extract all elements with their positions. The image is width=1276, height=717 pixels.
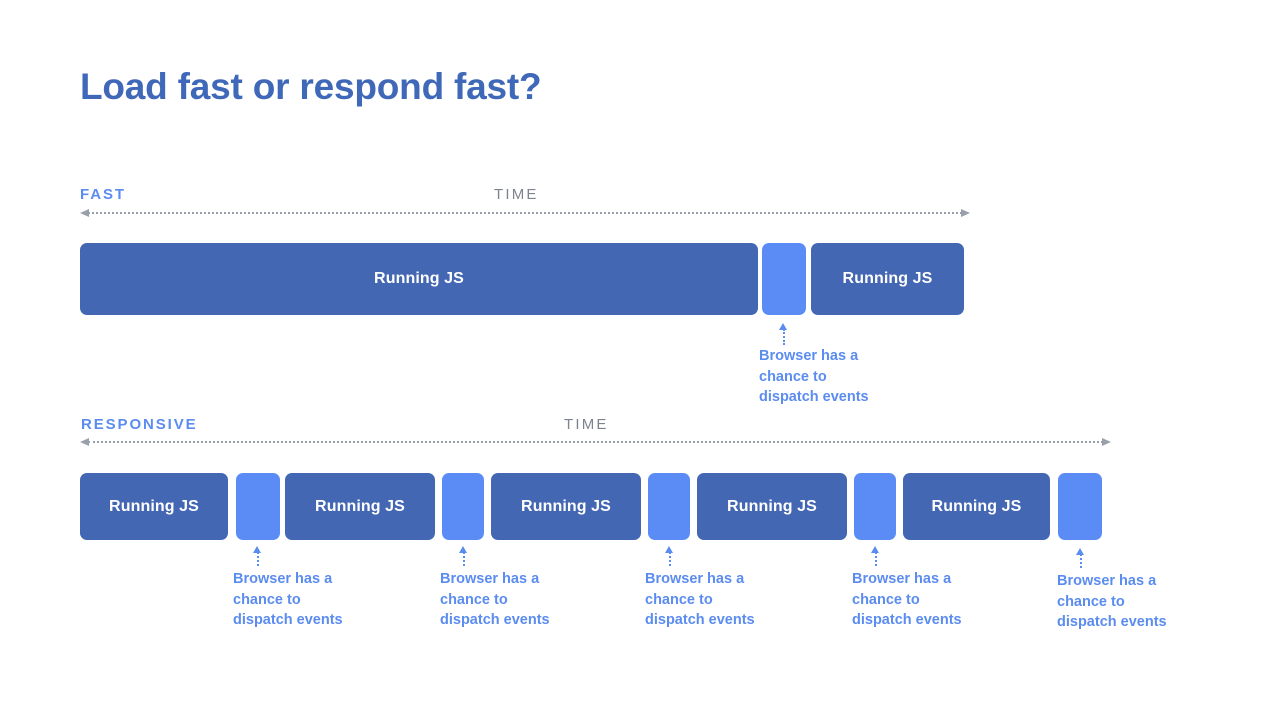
arrow-stem	[462, 552, 465, 566]
block-label: Running JS	[931, 497, 1022, 515]
timeline-block-gap[interactable]	[236, 473, 280, 540]
time-axis-fast	[80, 209, 970, 218]
timeline-block-gap[interactable]	[762, 243, 806, 315]
block-label: Running JS	[727, 497, 817, 515]
arrowhead-icon	[1076, 548, 1084, 555]
callout-text: Browser has a chance to dispatch events	[440, 571, 550, 628]
axis-dotted-line	[88, 212, 962, 214]
row-label-fast: FAST	[80, 186, 126, 203]
arrowhead-icon	[779, 323, 787, 330]
arrowhead-icon	[459, 546, 467, 553]
timeline-block-gap[interactable]	[854, 473, 896, 540]
block-label: Running JS	[374, 270, 464, 287]
axis-arrow-right-icon	[1102, 438, 1111, 446]
timeline-block-js[interactable]: Running JS	[811, 243, 964, 315]
block-label: Running JS	[842, 270, 933, 287]
axis-dotted-line	[88, 441, 1103, 443]
callout-text: Browser has a chance to dispatch events	[852, 571, 962, 628]
arrow-stem	[874, 552, 877, 566]
time-label-responsive: TIME	[564, 416, 609, 433]
callout-arrow-up-icon	[871, 546, 880, 566]
timeline-block-js[interactable]: Running JS	[697, 473, 847, 540]
block-label: Running JS	[521, 497, 611, 515]
callout-text: Browser has a chance to dispatch events	[1057, 573, 1167, 630]
page-title: Load fast or respond fast?	[80, 66, 542, 107]
block-label: Running JS	[315, 497, 405, 515]
axis-arrow-left-icon	[80, 438, 89, 446]
timeline-block-gap[interactable]	[648, 473, 690, 540]
time-axis-responsive	[80, 438, 1111, 447]
timeline-block-gap[interactable]	[1058, 473, 1102, 540]
arrow-stem	[1079, 554, 1082, 568]
timeline-block-gap[interactable]	[442, 473, 484, 540]
timeline-block-js[interactable]: Running JS	[491, 473, 641, 540]
axis-arrow-right-icon	[961, 209, 970, 217]
axis-arrow-left-icon	[80, 209, 89, 217]
arrow-stem	[668, 552, 671, 566]
callout-arrow-up-icon	[779, 323, 788, 345]
time-label-fast: TIME	[494, 186, 539, 203]
arrow-stem	[782, 329, 785, 345]
arrowhead-icon	[665, 546, 673, 553]
callout-arrow-up-icon	[253, 546, 262, 566]
timeline-block-js[interactable]: Running JS	[80, 473, 228, 540]
callout-arrow-up-icon	[665, 546, 674, 566]
callout-text: Browser has a chance to dispatch events	[759, 348, 869, 405]
callout-text: Browser has a chance to dispatch events	[233, 571, 343, 628]
arrowhead-icon	[871, 546, 879, 553]
timeline-block-js[interactable]: Running JS	[903, 473, 1050, 540]
arrow-stem	[256, 552, 259, 566]
callout-text: Browser has a chance to dispatch events	[645, 571, 755, 628]
callout-arrow-up-icon	[459, 546, 468, 566]
callout-arrow-up-icon	[1076, 548, 1085, 568]
timeline-block-js[interactable]: Running JS	[80, 243, 758, 315]
timeline-block-js[interactable]: Running JS	[285, 473, 435, 540]
block-label: Running JS	[109, 497, 199, 515]
arrowhead-icon	[253, 546, 261, 553]
row-label-responsive: RESPONSIVE	[81, 416, 198, 433]
